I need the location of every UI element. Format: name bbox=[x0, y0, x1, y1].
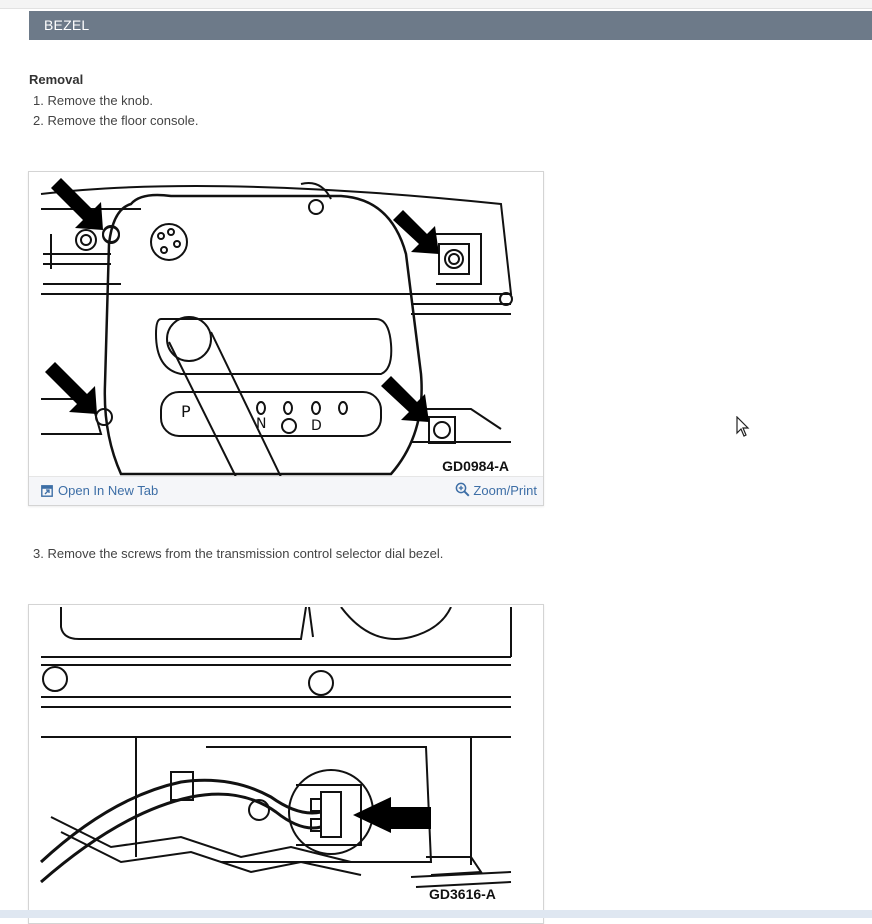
open-in-new-tab-link[interactable]: Open In New Tab bbox=[41, 483, 158, 498]
zoom-icon bbox=[456, 482, 470, 497]
zoom-print-label: Zoom/Print bbox=[473, 483, 537, 498]
removal-heading: Removal bbox=[29, 72, 84, 87]
svg-text:D: D bbox=[311, 418, 322, 434]
svg-text:P: P bbox=[181, 402, 191, 421]
step-2: 2. Remove the floor console. bbox=[33, 113, 199, 128]
dial-bezel-diagram: GD3616-A bbox=[39, 607, 512, 902]
step-3: 3. Remove the screws from the transmissi… bbox=[33, 546, 444, 561]
figure-gd0984: P N D bbox=[28, 171, 544, 506]
open-new-tab-icon bbox=[41, 484, 53, 497]
figure-caption: GD0984-A bbox=[442, 458, 509, 474]
open-in-new-tab-label: Open In New Tab bbox=[58, 483, 159, 498]
header-title: BEZEL bbox=[44, 17, 90, 33]
svg-text:N: N bbox=[256, 416, 266, 432]
bottom-border bbox=[0, 910, 872, 918]
figure-caption: GD3616-A bbox=[429, 886, 496, 902]
section-header: BEZEL bbox=[29, 11, 872, 40]
figure-gd3616: GD3616-A bbox=[28, 604, 544, 924]
console-knob-diagram: P N D bbox=[40, 178, 513, 477]
top-border bbox=[0, 0, 872, 9]
zoom-print-link[interactable]: Zoom/Print bbox=[455, 480, 537, 498]
figure-toolbar: Open In New Tab Zoom/Print bbox=[29, 476, 543, 505]
step-1: 1. Remove the knob. bbox=[33, 93, 153, 108]
mouse-pointer-icon bbox=[736, 416, 750, 437]
